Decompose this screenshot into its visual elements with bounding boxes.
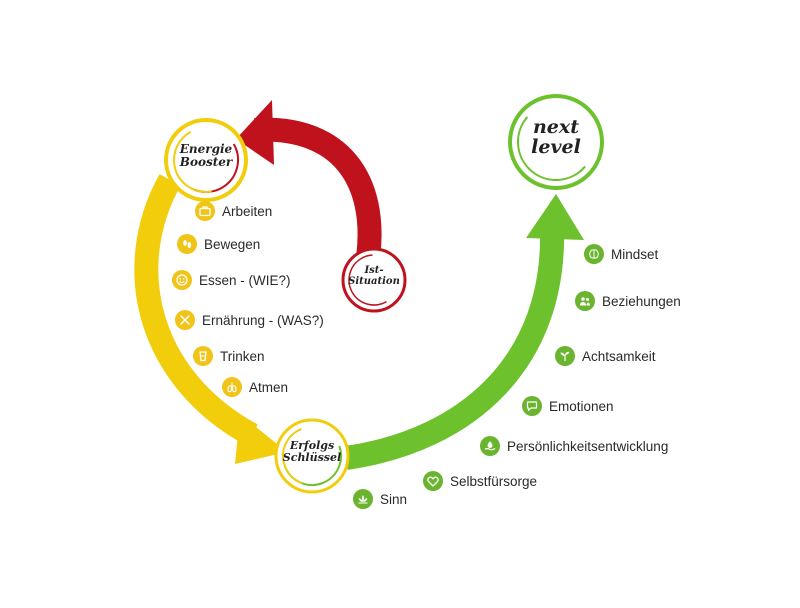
next-level-label: next level — [516, 116, 596, 158]
energy-item-label: Bewegen — [204, 236, 261, 252]
energy-item-label: Trinken — [220, 348, 265, 364]
chat-icon — [522, 396, 542, 416]
fork-knife-icon — [175, 310, 195, 330]
energy-item-atmen: Atmen — [222, 377, 288, 397]
node-next-level — [508, 94, 604, 190]
success-item-persoenlichkeitsentwicklung: Persönlichkeitsentwicklung — [480, 436, 668, 456]
energy-item-trinken: Trinken — [193, 346, 265, 366]
next-level-line2: level — [531, 135, 581, 158]
energy-item-bewegen: Bewegen — [177, 234, 260, 254]
success-item-mindset: Mindset — [584, 244, 658, 264]
energy-item-label: Essen - (WIE?) — [199, 272, 291, 288]
people-icon — [575, 291, 595, 311]
energy-item-label: Arbeiten — [222, 203, 273, 219]
success-item-label: Sinn — [380, 491, 408, 507]
energie-booster-label: Energie Booster — [171, 143, 241, 168]
hand-drop-icon — [480, 436, 500, 456]
energy-item-label: Atmen — [249, 379, 289, 395]
energy-item-ernaehrung: Ernährung - (WAS?) — [175, 310, 324, 330]
next-level-line1: next — [532, 116, 579, 138]
success-item-label: Emotionen — [549, 398, 614, 414]
energie-booster-line2: Booster — [179, 154, 233, 169]
red-arrow — [236, 100, 382, 260]
success-item-label: Achtsamkeit — [582, 348, 656, 364]
erfolgs-schluessel-line1: Erfolgs — [289, 439, 335, 452]
energy-item-essen: Essen - (WIE?) — [172, 270, 291, 290]
energy-item-arbeiten: Arbeiten — [195, 201, 272, 221]
node-ist-situation — [341, 247, 407, 313]
ist-situation-line1: Ist- — [364, 265, 384, 276]
success-item-label: Mindset — [611, 246, 659, 262]
heart-icon — [423, 471, 443, 491]
success-item-beziehungen: Beziehungen — [575, 291, 681, 311]
lotus-icon — [353, 489, 373, 509]
sprout-icon — [555, 346, 575, 366]
smiley-icon — [172, 270, 192, 290]
success-item-selbstfuersorge: Selbstfürsorge — [423, 471, 537, 491]
green-arrow — [344, 194, 584, 470]
erfolgs-schluessel-label: Erfolgs Schlüssel — [278, 440, 346, 463]
energie-booster-line1: Energie — [179, 142, 233, 156]
success-item-sinn: Sinn — [353, 489, 407, 509]
brain-icon — [584, 244, 604, 264]
success-item-label: Persönlichkeitsentwicklung — [507, 438, 669, 454]
node-energie-booster — [164, 118, 248, 202]
lungs-icon — [222, 377, 242, 397]
footprints-icon — [177, 234, 197, 254]
erfolgs-schluessel-line2: Schlüssel — [282, 450, 342, 464]
briefcase-icon — [195, 201, 215, 221]
energy-item-label: Ernährung - (WAS?) — [202, 312, 324, 328]
node-erfolgs-schluessel — [274, 418, 350, 494]
success-item-label: Selbstfürsorge — [450, 473, 538, 489]
success-item-label: Beziehungen — [602, 293, 681, 309]
ist-situation-line2: Situation — [348, 275, 400, 287]
yellow-arrow — [134, 174, 287, 464]
success-item-emotionen: Emotionen — [522, 396, 614, 416]
ist-situation-label: Ist- Situation — [344, 265, 404, 287]
success-item-achtsamkeit: Achtsamkeit — [555, 346, 656, 366]
glass-icon — [193, 346, 213, 366]
